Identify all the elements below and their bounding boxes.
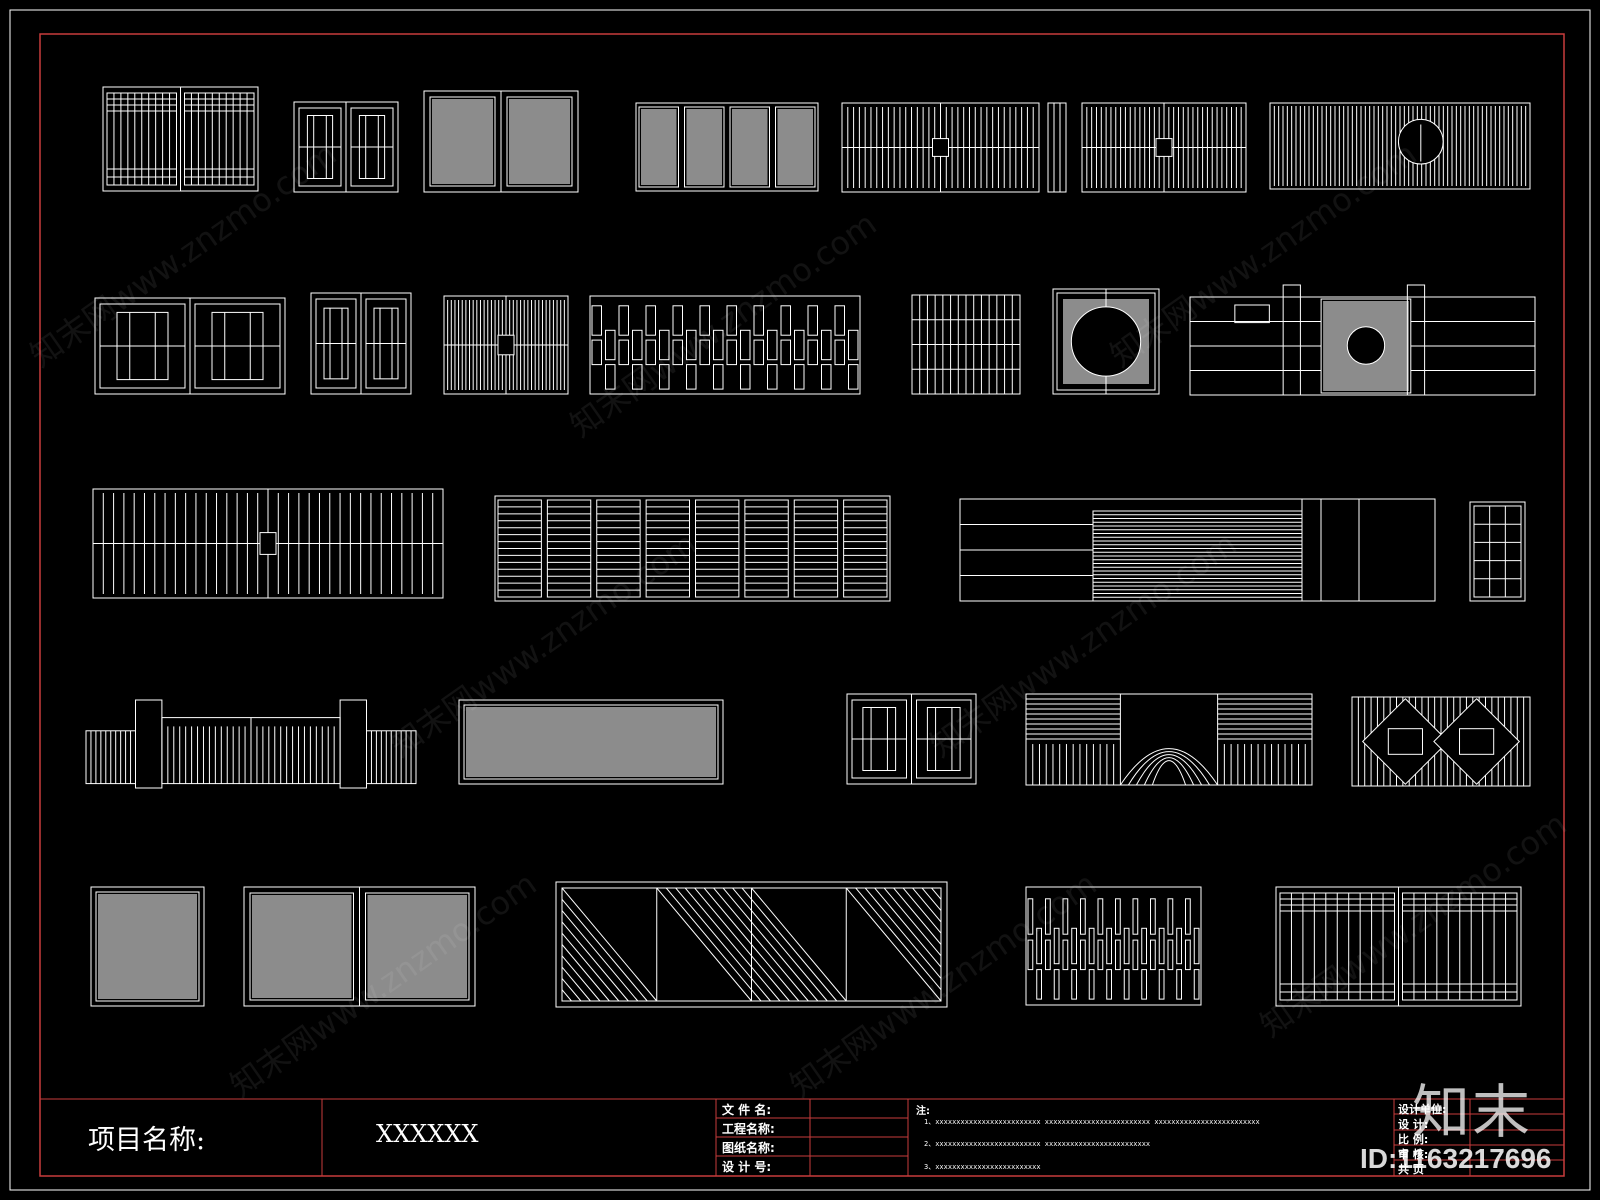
gate-elevation-slat-panels	[494, 495, 891, 602]
field-drawing-name: 图纸名称:	[722, 1141, 775, 1155]
field-scale: 比 例:	[1398, 1133, 1429, 1146]
gate-elevation-lattice-single	[458, 699, 724, 785]
gate-elevation-lattice-single	[90, 886, 205, 1007]
gate-elevation-frame-double	[293, 101, 399, 193]
gate-elevation-bars-single	[911, 294, 1021, 395]
image-id-watermark: ID:1163217696	[1360, 1143, 1552, 1174]
gate-elevation-bars-double	[1081, 102, 1247, 193]
note-line-1: 1、xxxxxxxxxxxxxxxxxxxxxxxxx xxxxxxxxxxxx…	[924, 1118, 1260, 1126]
gate-elevation-bars-double	[443, 295, 569, 395]
gate-elevation-sliding-slats	[959, 498, 1436, 602]
gate-elevation-stagger	[589, 295, 861, 395]
gate-elevation-wave-gate	[1025, 693, 1313, 786]
gate-elevation-lattice-quad	[635, 102, 819, 192]
gate-elevation-bars-double	[841, 102, 1040, 193]
note-line-3: 3、xxxxxxxxxxxxxxxxxxxxxxxxx	[924, 1163, 1041, 1171]
project-name-value: XXXXXX	[376, 1120, 479, 1148]
gate-drawings	[85, 86, 1536, 1008]
field-design-number: 设 计 号:	[722, 1160, 772, 1174]
gate-elevation-fence-gate	[85, 699, 417, 789]
gate-elevation-grille-double	[1275, 886, 1522, 1007]
field-designer: 设 计:	[1398, 1118, 1429, 1131]
gate-elevation-diagonal-gate	[555, 881, 948, 1008]
field-file-name: 文 件 名:	[722, 1103, 772, 1117]
outer-border	[9, 9, 1591, 1191]
gate-elevation-lattice-double	[423, 90, 579, 193]
gate-elevation-frame-double	[846, 693, 977, 785]
title-block	[40, 1098, 1564, 1176]
gate-elevation-post	[1047, 102, 1067, 193]
notes-title: 注:	[916, 1106, 930, 1117]
field-total-pages: 共 页	[1398, 1163, 1424, 1176]
gate-elevation-bars-double	[92, 488, 444, 599]
note-line-2: 2、xxxxxxxxxxxxxxxxxxxxxxxxx xxxxxxxxxxxx…	[924, 1140, 1151, 1148]
project-name-label: 项目名称:	[88, 1125, 206, 1156]
field-project-name: 工程名称:	[722, 1122, 775, 1136]
gate-elevation-sliding-logo	[1269, 102, 1531, 190]
field-design-unit: 设计单位:	[1398, 1103, 1447, 1116]
gate-elevation-moon-gate	[1052, 288, 1160, 395]
gate-elevation-wall-gate	[1189, 284, 1536, 396]
gate-elevation-stagger	[1025, 886, 1202, 1006]
field-reviewer: 审 核:	[1398, 1148, 1429, 1161]
gate-elevation-frame-single	[1469, 501, 1526, 602]
gate-elevation-lattice-double	[243, 886, 476, 1007]
gate-elevation-frame-double	[310, 292, 412, 395]
gate-elevation-frame-double	[94, 297, 286, 395]
brand-watermark-logo: 知末	[1412, 1078, 1533, 1146]
drawing-frame	[39, 33, 1565, 1177]
gate-elevation-diamond-gate	[1351, 696, 1531, 787]
gate-elevation-grille-double	[102, 86, 259, 192]
